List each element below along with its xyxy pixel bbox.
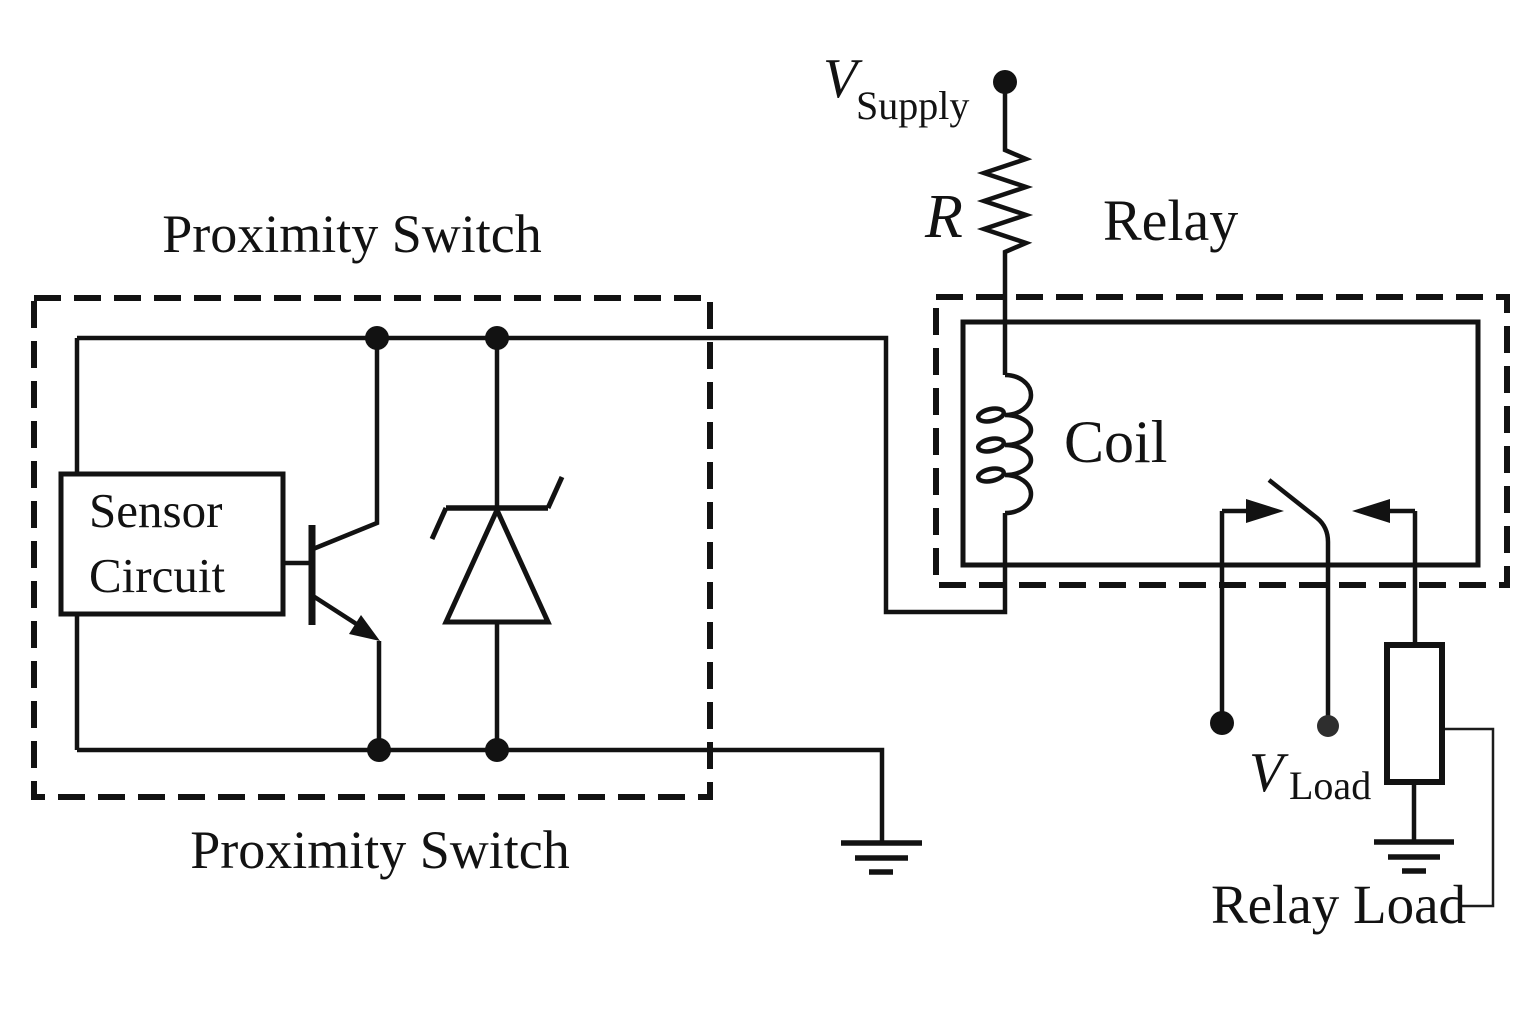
- v-load-subscript: Load: [1289, 763, 1371, 808]
- v-supply-label: V: [823, 48, 863, 110]
- sensor-circuit-label-line2: Circuit: [89, 548, 225, 603]
- junction-dot: [365, 326, 389, 350]
- junction-dots: [365, 326, 509, 762]
- junction-dot: [485, 326, 509, 350]
- supply-branch: [975, 70, 1034, 516]
- coil-loop: [975, 406, 1007, 424]
- proximity-switch-enclosure: [31, 295, 713, 800]
- relay-load-resistor: [1384, 642, 1445, 785]
- bottom-rail-wire: [77, 747, 885, 843]
- v-load-label: V: [1249, 742, 1289, 804]
- relay-load-branch: [1384, 511, 1495, 908]
- relay-contact-switch: [1210, 478, 1415, 737]
- sensor-circuit-label-line1: Sensor: [89, 483, 222, 538]
- contact-blade: [1267, 478, 1331, 726]
- coil-loop: [975, 436, 1007, 454]
- load-terminal-dot: [1317, 715, 1339, 737]
- coil-loop: [975, 466, 1007, 484]
- supply-terminal-dot: [993, 70, 1017, 94]
- diode-triangle: [442, 503, 552, 625]
- coil-inductor: [1004, 372, 1034, 516]
- coil-label: Coil: [1064, 409, 1167, 475]
- sensor-circuit-box: [58, 471, 286, 617]
- relay-label: Relay: [1103, 188, 1238, 253]
- load-terminal-dot: [1210, 711, 1234, 735]
- zener-tick-right: [545, 475, 565, 510]
- proximity-switch-title-top: Proximity Switch: [162, 204, 542, 264]
- zener-diode: [429, 338, 565, 750]
- npn-transistor: [283, 338, 382, 750]
- relay-load-label: Relay Load: [1211, 874, 1466, 935]
- transistor-emitter-arrow-icon: [349, 615, 380, 641]
- ground-symbol-right: [1374, 839, 1454, 874]
- v-supply-subscript: Supply: [856, 83, 969, 128]
- resistor-label: R: [924, 183, 963, 251]
- contact-arrow-right-icon: [1246, 499, 1284, 523]
- junction-dot: [367, 738, 391, 762]
- zener-tick-left: [429, 506, 449, 541]
- resistor-zigzag: [976, 90, 1034, 375]
- proximity-switch-wiring: [74, 335, 1008, 843]
- junction-dot: [485, 738, 509, 762]
- relay-load-leader-line: [1445, 727, 1495, 908]
- top-rail-wire: [77, 335, 1008, 615]
- proximity-switch-title-bottom: Proximity Switch: [190, 820, 570, 880]
- transistor-collector: [312, 338, 380, 552]
- ground-symbol-left: [841, 840, 922, 875]
- contact-arrow-left-icon: [1352, 499, 1390, 523]
- transistor-emitter: [311, 594, 360, 627]
